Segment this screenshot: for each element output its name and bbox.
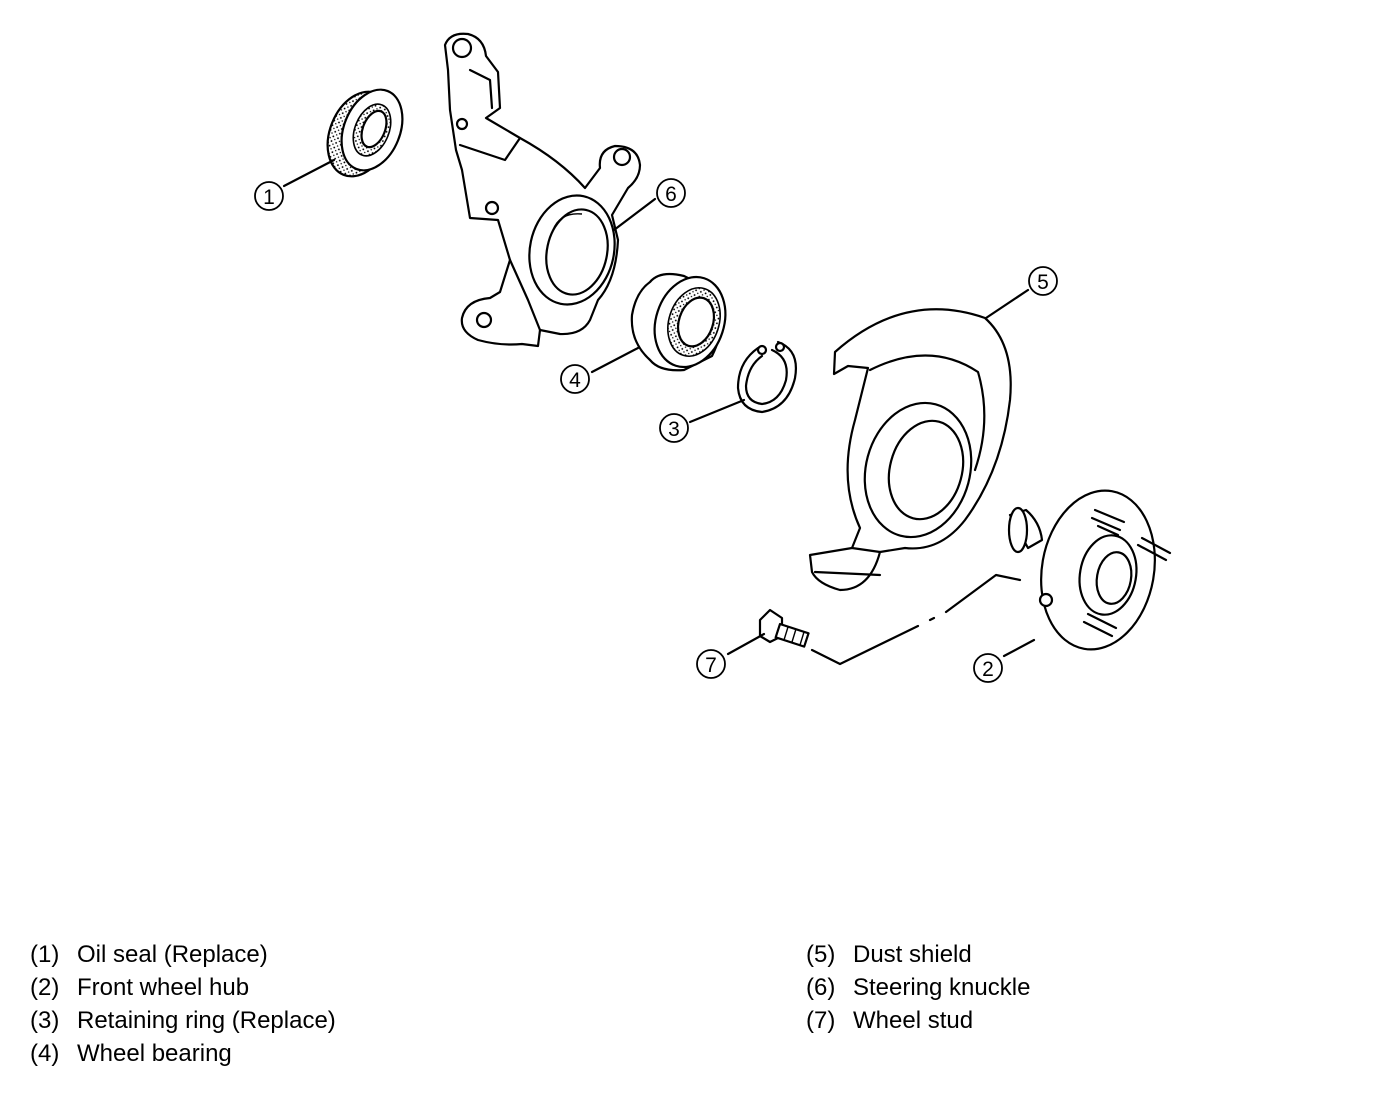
legend-item: (2) Front wheel hub xyxy=(30,971,336,1004)
svg-text:5: 5 xyxy=(1037,271,1049,294)
callout-7: 7 xyxy=(696,649,726,679)
legend-item: (6) Steering knuckle xyxy=(806,971,1030,1004)
svg-text:6: 6 xyxy=(665,183,677,206)
legend-right-column: (5) Dust shield (6) Steering knuckle (7) Wh… xyxy=(806,938,1030,1037)
svg-text:3: 3 xyxy=(668,418,680,441)
wheel-stud-part xyxy=(758,608,810,648)
callout-5: 5 xyxy=(1028,266,1058,296)
legend-label: Wheel bearing xyxy=(77,1040,232,1067)
svg-text:1: 1 xyxy=(263,186,275,209)
callout-2: 2 xyxy=(973,653,1003,683)
callout-4: 4 xyxy=(560,364,590,394)
legend-item: (4) Wheel bearing xyxy=(30,1037,336,1070)
alignment-line xyxy=(810,573,1022,666)
callout-6: 6 xyxy=(656,178,686,208)
legend-number: (1) xyxy=(30,941,60,968)
callout-3: 3 xyxy=(659,413,689,443)
legend-number: (5) xyxy=(806,941,836,968)
legend-label: Dust shield xyxy=(853,941,972,968)
legend-number: (7) xyxy=(806,1007,836,1034)
svg-text:2: 2 xyxy=(982,658,994,681)
retaining-ring-part xyxy=(736,340,797,414)
legend-label: Steering knuckle xyxy=(853,974,1031,1001)
legend-left-column: (1) Oil seal (Replace) (2) Front wheel hub… xyxy=(30,938,336,1070)
legend-label: Retaining ring (Replace) xyxy=(77,1007,336,1034)
legend-label: Oil seal (Replace) xyxy=(77,941,268,968)
callout-1: 1 xyxy=(254,181,284,211)
legend-item: (3) Retaining ring (Replace) xyxy=(30,1004,336,1037)
legend-number: (2) xyxy=(30,974,60,1001)
wheel-bearing-part xyxy=(630,272,727,372)
legend-number: (3) xyxy=(30,1007,60,1034)
legend-item: (7) Wheel stud xyxy=(806,1004,1030,1037)
svg-text:4: 4 xyxy=(569,369,581,392)
legend-number: (6) xyxy=(806,974,836,1001)
svg-text:7: 7 xyxy=(705,654,717,677)
front-wheel-hub-part xyxy=(1007,489,1172,651)
legend-label: Front wheel hub xyxy=(77,974,250,1001)
legend-item: (5) Dust shield xyxy=(806,938,1030,971)
legend-number: (4) xyxy=(30,1040,60,1067)
steering-knuckle-part xyxy=(443,32,642,348)
legend-label: Wheel stud xyxy=(853,1007,974,1034)
legend-item: (1) Oil seal (Replace) xyxy=(30,938,336,971)
exploded-view-diagram: 1 6 4 3 5 2 7 xyxy=(254,32,1172,683)
oil-seal-part xyxy=(326,88,404,178)
leader-lines xyxy=(282,158,1036,658)
dust-shield-part xyxy=(808,308,1012,592)
